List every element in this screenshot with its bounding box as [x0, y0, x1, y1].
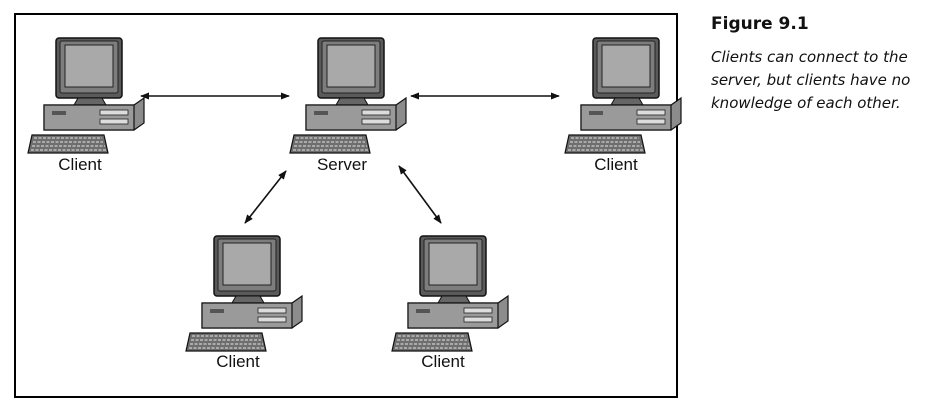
- desktop-computer-icon: [27, 37, 145, 154]
- node-client-right: Client: [564, 37, 682, 174]
- desktop-computer-icon: [289, 37, 407, 154]
- node-label: Client: [594, 155, 638, 174]
- network-diagram: Client Server Client Client Client: [27, 37, 682, 371]
- diagram-frame: [14, 13, 678, 398]
- figure-caption: Clients can connect to the server, but c…: [711, 48, 911, 112]
- node-client-bottom-right: Client: [391, 235, 509, 371]
- figure-caption-block: Figure 9.1 Clients can connect to the se…: [711, 14, 947, 115]
- figure-title: Figure 9.1: [711, 14, 809, 34]
- edge-server-client-bottom-right: [398, 165, 442, 224]
- desktop-computer-icon: [185, 235, 303, 352]
- desktop-computer-icon: [564, 37, 682, 154]
- node-label: Client: [58, 155, 102, 174]
- edge-server-client-bottom-left: [244, 170, 287, 224]
- desktop-computer-icon: [391, 235, 509, 352]
- node-server: Server: [289, 37, 407, 174]
- node-label: Client: [421, 352, 465, 371]
- node-label: Client: [216, 352, 260, 371]
- node-label: Server: [317, 155, 367, 174]
- node-client-bottom-left: Client: [185, 235, 303, 371]
- node-client-left: Client: [27, 37, 145, 174]
